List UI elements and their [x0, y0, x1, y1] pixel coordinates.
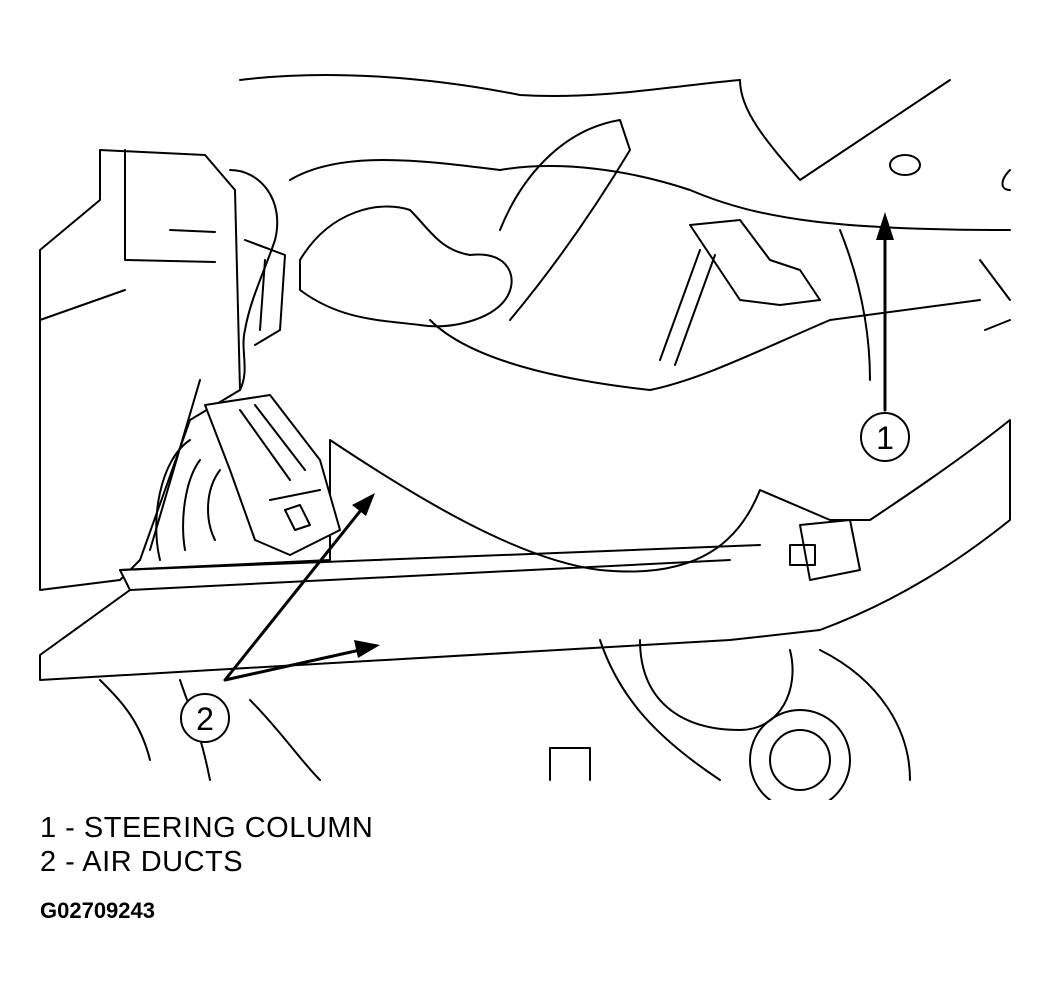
- left-junction-box: [39, 149, 286, 591]
- arrow-head-icon: [876, 212, 894, 240]
- callout-2: 2: [180, 493, 380, 743]
- air-duct: [39, 419, 1011, 681]
- legend-item-steering-column: 1 - STEERING COLUMN: [40, 812, 374, 844]
- harness-connector: [155, 394, 341, 561]
- arrow-head-icon: [354, 640, 380, 658]
- legend-item-air-ducts: 2 - AIR DUCTS: [40, 846, 244, 878]
- callout-2-number: 2: [196, 701, 214, 737]
- lower-structure: [99, 639, 911, 800]
- steering-column: [299, 119, 1011, 391]
- callout-1-number: 1: [876, 420, 894, 456]
- arrow-head-icon: [352, 493, 375, 516]
- upper-trim-panel: [239, 74, 1011, 231]
- figure-id: G02709243: [40, 898, 155, 923]
- callout-1: 1: [860, 212, 910, 462]
- dashboard-underside-illustration: 1 2: [39, 74, 1011, 800]
